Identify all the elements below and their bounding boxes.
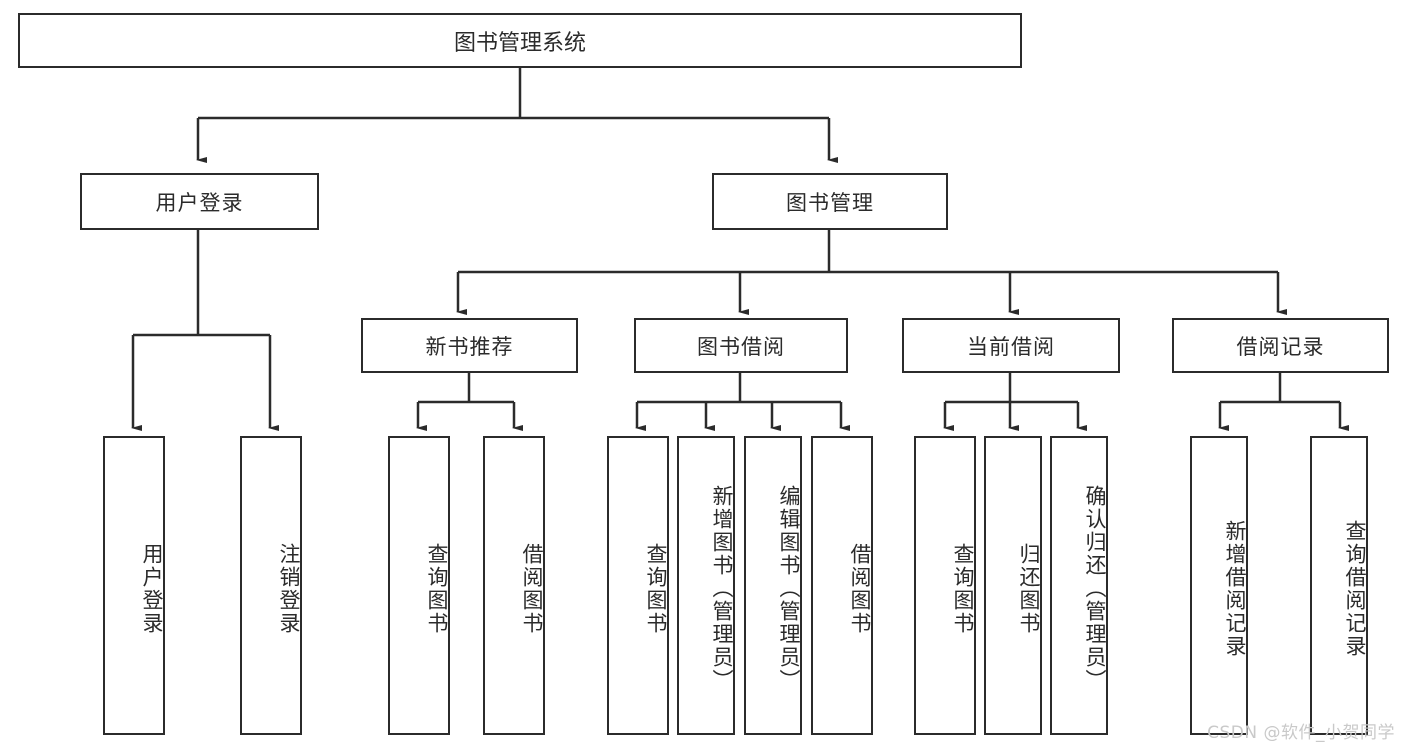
watermark: CSDN @软件_小贺同学	[1207, 723, 1395, 743]
node-label: 查询借阅记录	[1343, 519, 1367, 658]
node-label: 图书借阅	[697, 334, 785, 359]
node-new-book-recommend[interactable]: 新书推荐	[361, 318, 578, 373]
node-label: 借阅图书	[848, 542, 872, 635]
node-label: 查询图书	[425, 542, 449, 635]
node-leaf-query-borrow-record[interactable]: 查询借阅记录	[1310, 436, 1368, 735]
node-label: 新增借阅记录	[1223, 519, 1247, 658]
node-leaf-confirm-return-admin[interactable]: 确认归还（管理员）	[1050, 436, 1108, 735]
node-leaf-query-book-borrow[interactable]: 查询图书	[607, 436, 669, 735]
node-leaf-add-book-admin[interactable]: 新增图书（管理员）	[677, 436, 735, 735]
node-leaf-add-borrow-record[interactable]: 新增借阅记录	[1190, 436, 1248, 735]
node-book-borrow[interactable]: 图书借阅	[634, 318, 848, 373]
node-current-borrow[interactable]: 当前借阅	[902, 318, 1120, 373]
node-label: 用户登录	[155, 190, 244, 215]
node-borrow-record[interactable]: 借阅记录	[1172, 318, 1389, 373]
node-label: 确认归还（管理员）	[1083, 485, 1107, 692]
node-label: 注销登录	[277, 542, 301, 635]
node-label: 归还图书	[1017, 542, 1041, 635]
node-leaf-borrow-book-recommend[interactable]: 借阅图书	[483, 436, 545, 735]
node-label: 查询图书	[951, 542, 975, 635]
node-label: 查询图书	[644, 542, 668, 635]
node-label: 借阅图书	[520, 542, 544, 635]
node-label: 新书推荐	[425, 334, 514, 359]
node-label: 借阅记录	[1236, 334, 1325, 359]
node-label: 图书管理系统	[453, 30, 586, 56]
node-leaf-user-login[interactable]: 用户登录	[103, 436, 165, 735]
node-leaf-borrow-book[interactable]: 借阅图书	[811, 436, 873, 735]
node-user-login[interactable]: 用户登录	[80, 173, 319, 230]
node-book-management[interactable]: 图书管理	[712, 173, 948, 230]
node-leaf-edit-book-admin[interactable]: 编辑图书（管理员）	[744, 436, 802, 735]
node-root-library-management-system[interactable]: 图书管理系统	[18, 13, 1022, 68]
node-leaf-query-book-current[interactable]: 查询图书	[914, 436, 976, 735]
node-leaf-query-book-recommend[interactable]: 查询图书	[388, 436, 450, 735]
node-label: 编辑图书（管理员）	[777, 485, 801, 692]
node-label: 图书管理	[786, 190, 874, 215]
node-label: 当前借阅	[967, 334, 1055, 359]
node-leaf-return-book[interactable]: 归还图书	[984, 436, 1042, 735]
node-label: 用户登录	[140, 542, 164, 635]
node-label: 新增图书（管理员）	[710, 485, 734, 692]
node-leaf-logout[interactable]: 注销登录	[240, 436, 302, 735]
